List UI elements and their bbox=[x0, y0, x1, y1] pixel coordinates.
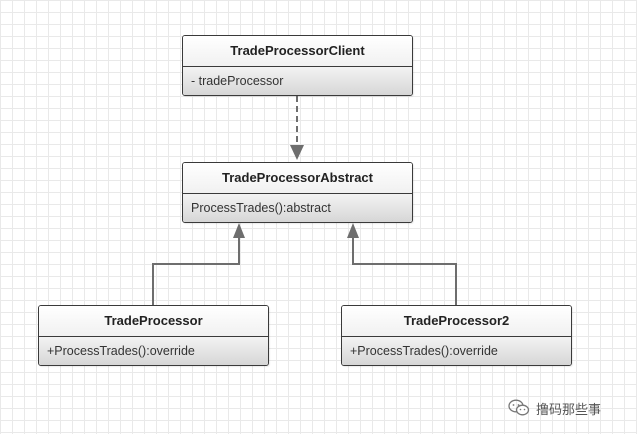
class-trade-processor-client[interactable]: TradeProcessorClient - tradeProcessor bbox=[182, 35, 413, 96]
class-name: TradeProcessor2 bbox=[342, 306, 571, 337]
generalization-arrowhead-tp1 bbox=[233, 223, 245, 238]
class-member: +ProcessTrades():override bbox=[342, 337, 571, 365]
class-trade-processor-abstract[interactable]: TradeProcessorAbstract ProcessTrades():a… bbox=[182, 162, 413, 223]
generalization-line-tp1 bbox=[152, 238, 240, 305]
class-member: ProcessTrades():abstract bbox=[183, 194, 412, 222]
wechat-icon bbox=[508, 399, 530, 416]
class-name: TradeProcessorAbstract bbox=[183, 163, 412, 194]
dependency-arrowhead bbox=[290, 145, 304, 160]
generalization-line-tp2 bbox=[352, 238, 457, 305]
class-trade-processor-2[interactable]: TradeProcessor2 +ProcessTrades():overrid… bbox=[341, 305, 572, 366]
class-trade-processor[interactable]: TradeProcessor +ProcessTrades():override bbox=[38, 305, 269, 366]
class-name: TradeProcessor bbox=[39, 306, 268, 337]
class-member: +ProcessTrades():override bbox=[39, 337, 268, 365]
class-name: TradeProcessorClient bbox=[183, 36, 412, 67]
watermark: 撸码那些事 bbox=[508, 398, 601, 418]
class-member: - tradeProcessor bbox=[183, 67, 412, 95]
generalization-arrowhead-tp2 bbox=[347, 223, 359, 238]
watermark-text: 撸码那些事 bbox=[536, 402, 602, 418]
